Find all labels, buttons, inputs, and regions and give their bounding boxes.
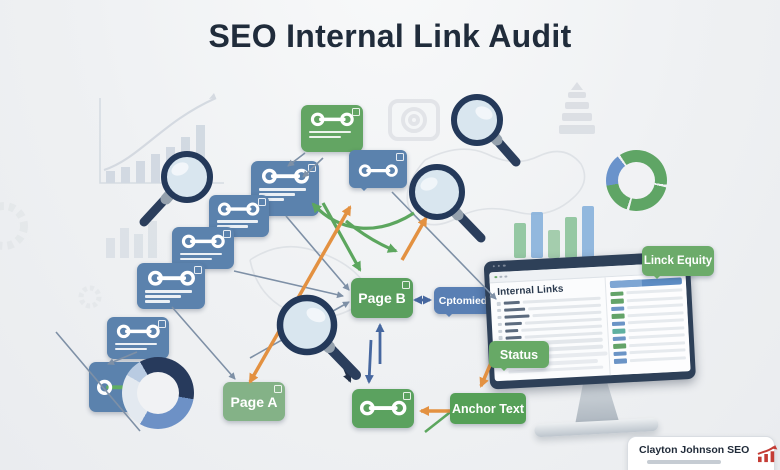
window-dot-icon [504, 275, 508, 278]
faint-emblem-icon [388, 99, 440, 141]
link-bubble-card [349, 150, 407, 191]
brand-url-placeholder [647, 460, 721, 464]
link-card-green [301, 105, 363, 152]
chain-link-icon [147, 269, 196, 287]
anchor-text-label: Anchor Text [452, 401, 524, 416]
optimized-label: Cptomied [438, 294, 488, 307]
table-header [609, 277, 683, 289]
corner-notch-icon [194, 266, 202, 274]
watermark-card: Clayton Johnson SEO [627, 436, 778, 470]
text-lines [217, 220, 269, 228]
link-metrics-panel [604, 273, 691, 376]
page-title: SEO Internal Link Audit [208, 18, 572, 54]
page-b-label: Page B [358, 290, 406, 306]
link-equity-bubble: Linck Equity [642, 246, 714, 279]
window-dot-icon [494, 275, 498, 279]
link-card [107, 317, 169, 359]
faint-gear-small-icon [78, 285, 102, 309]
chain-link-icon [181, 233, 226, 250]
text-lines [309, 130, 363, 139]
metric-row [613, 355, 686, 364]
internal-links-heading: Internal Links [496, 283, 564, 299]
metric-row [612, 318, 684, 327]
faint-bar-chart-midleft [106, 221, 157, 258]
faint-gear-icon [0, 202, 28, 250]
chain-link-icon [359, 399, 407, 417]
page-b-card: Page B [351, 278, 413, 318]
text-lines [115, 342, 169, 351]
corner-notch-icon [258, 198, 266, 206]
page-a-label: Page A [230, 393, 278, 410]
chain-link-icon [358, 163, 399, 178]
corner-notch-icon [396, 153, 404, 161]
link-card [137, 263, 205, 309]
status-bubble: Status [489, 341, 549, 371]
donut-chart-icon [606, 150, 667, 211]
magnifier-icon [451, 94, 521, 167]
monitor-stand [566, 380, 626, 425]
metric-row [612, 325, 685, 334]
anchor-text-chip: Anchor Text [450, 393, 526, 424]
link-equity-label: Linck Equity [643, 255, 713, 267]
text-lines [180, 252, 234, 261]
link-card [172, 227, 234, 269]
text-lines [145, 290, 205, 303]
brand-name: Clayton Johnson SEO [639, 444, 750, 456]
status-label: Status [499, 347, 539, 362]
faint-bar-chart-topleft [99, 93, 224, 184]
metric-row [610, 295, 683, 304]
metric-row [613, 340, 686, 349]
chain-link-icon [217, 201, 260, 217]
corner-notch-icon [274, 385, 282, 393]
page-a-card: Page A [223, 382, 285, 421]
chain-link-icon [310, 111, 355, 128]
magnifier-icon [409, 164, 486, 243]
link-card-green [352, 389, 414, 428]
corner-notch-icon [352, 108, 360, 116]
optimized-bubble: Cptomied [434, 287, 492, 317]
metric-row [611, 303, 684, 312]
text-lines [259, 188, 319, 201]
monitor-panel-rows [610, 288, 686, 364]
chain-link-icon [261, 167, 310, 185]
magnifier-icon [276, 294, 361, 380]
corner-notch-icon [308, 164, 316, 172]
chain-link-icon [116, 323, 161, 340]
window-dot-icon [499, 275, 503, 279]
corner-notch-icon [403, 392, 411, 400]
bezel-dots [492, 264, 506, 268]
donut-chart-icon [122, 357, 194, 429]
corner-notch-icon [402, 281, 410, 289]
corner-notch-icon [158, 320, 166, 328]
corner-notch-icon [223, 230, 231, 238]
faint-pagoda-icon [559, 82, 595, 134]
metric-row [613, 348, 686, 357]
monitor-base [534, 417, 659, 438]
bar-chart-behind-monitor [514, 206, 594, 258]
trending-up-chart-icon [757, 445, 778, 463]
magnifier-icon [139, 151, 213, 227]
